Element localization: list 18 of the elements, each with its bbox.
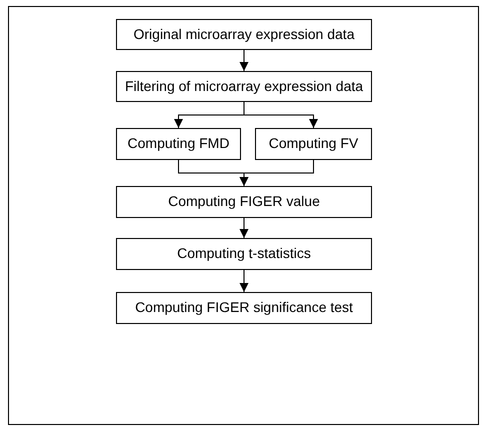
box-label: Computing t-statistics bbox=[177, 245, 311, 263]
arrow bbox=[240, 270, 248, 292]
process-box bbox=[116, 292, 372, 324]
box-label: Computing FMD bbox=[128, 135, 230, 153]
box-label: Original microarray expression data bbox=[134, 26, 354, 44]
box-label: Computing FIGER value bbox=[168, 193, 320, 211]
process-box bbox=[116, 186, 372, 218]
arrow bbox=[240, 160, 314, 186]
box-label: Computing FIGER significance test bbox=[135, 299, 353, 317]
arrow bbox=[240, 218, 248, 238]
box-label: Filtering of microarray expression data bbox=[124, 78, 364, 96]
process-box bbox=[116, 71, 372, 102]
process-box bbox=[116, 128, 241, 160]
process-box bbox=[116, 238, 372, 270]
process-box bbox=[116, 19, 372, 50]
box-label: Computing FV bbox=[268, 135, 358, 153]
arrow bbox=[240, 50, 248, 72]
process-box bbox=[255, 128, 372, 160]
